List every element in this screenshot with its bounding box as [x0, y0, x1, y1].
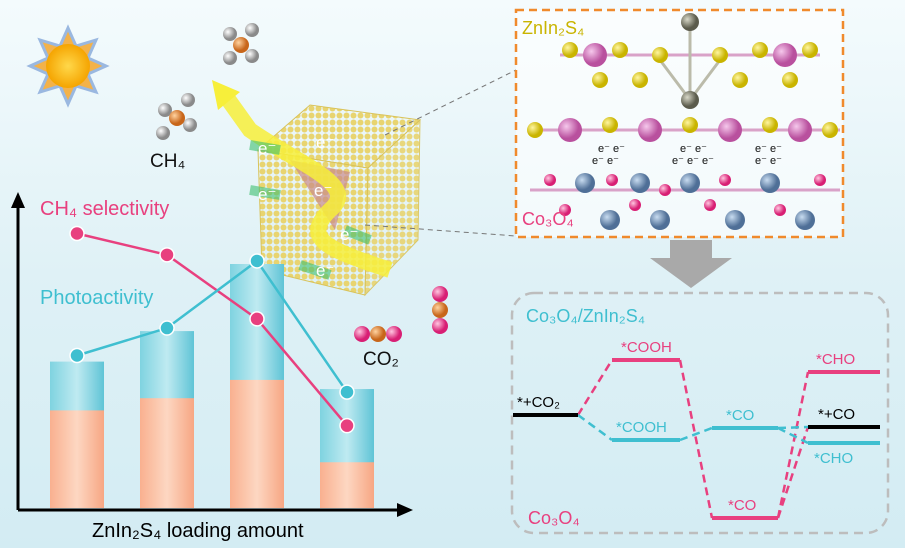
- cyan-co-label: *CO: [726, 407, 754, 424]
- co2-molecule-icon: [432, 286, 448, 334]
- ch4-selectivity-legend: CH₄ selectivity: [40, 198, 169, 220]
- cyan-cooh-label: *COOH: [616, 419, 667, 436]
- data-point: [69, 225, 85, 242]
- sun-icon: [26, 24, 110, 108]
- end-state-label: *+CO: [818, 406, 855, 423]
- data-point: [249, 253, 265, 269]
- co2-molecule-icon: [354, 326, 402, 342]
- data-point: [159, 320, 175, 336]
- ch4-molecule-icon: [223, 23, 259, 65]
- series-line: [76, 259, 349, 393]
- series-line: [76, 232, 348, 427]
- co3o4-path-label: Co₃O₄: [528, 508, 580, 528]
- cyan-cho-label: *CHO: [814, 450, 853, 467]
- data-point: [339, 384, 355, 400]
- bar-base: [140, 398, 194, 508]
- composite-label: Co₃O₄/ZnIn₂S₄: [526, 306, 645, 326]
- bar-base: [50, 410, 104, 508]
- energy-connectors: [576, 359, 810, 519]
- svg-text:e⁻ e⁻ e⁻: e⁻ e⁻ e⁻: [672, 155, 714, 167]
- electron-label: e⁻: [316, 261, 334, 280]
- svg-text:e⁻ e⁻: e⁻ e⁻: [755, 143, 782, 155]
- x-axis-label: ZnIn₂S₄ loading amount: [92, 520, 304, 542]
- energy-levels: [513, 358, 880, 520]
- pink-co-label: *CO: [728, 497, 756, 514]
- arrow-down-icon: [650, 240, 732, 288]
- electron-label: e⁻: [340, 225, 358, 244]
- ch4-molecule-icon: [156, 93, 197, 140]
- pink-cooh-label: *COOH: [621, 339, 672, 356]
- svg-text:e⁻ e⁻: e⁻ e⁻: [592, 155, 619, 167]
- co2-label: CO₂: [363, 349, 399, 370]
- data-point: [339, 417, 355, 434]
- pink-cho-label: *CHO: [816, 351, 855, 368]
- electron-label: e⁻: [258, 185, 276, 204]
- data-point: [159, 247, 175, 263]
- svg-text:e⁻ e⁻: e⁻ e⁻: [680, 143, 707, 155]
- bar-base: [230, 379, 284, 508]
- electron-label: e⁻: [316, 133, 334, 152]
- energy-diagram-frame: [510, 291, 890, 535]
- znin2s4-label: ZnIn₂S₄: [522, 18, 584, 38]
- ch4-label: CH₄: [150, 151, 185, 172]
- chart-axes: [11, 192, 413, 517]
- electron-label: e⁻: [258, 139, 276, 158]
- light-path: [212, 80, 393, 280]
- zoom-line: [384, 69, 517, 136]
- data-point: [249, 311, 265, 327]
- bar-base: [320, 462, 374, 508]
- electron-label: e⁻: [314, 181, 332, 200]
- crystal-structure: e⁻ e⁻e⁻ e⁻ e⁻ e⁻e⁻ e⁻ e⁻ e⁻ e⁻e⁻ e⁻: [514, 8, 845, 239]
- start-state-label: *+CO₂: [517, 394, 560, 411]
- photoactivity-legend: Photoactivity: [40, 287, 153, 309]
- data-point: [69, 347, 85, 364]
- zoom-line: [364, 224, 517, 237]
- svg-text:e⁻ e⁻: e⁻ e⁻: [755, 155, 782, 167]
- co3o4-label: Co₃O₄: [522, 209, 574, 229]
- svg-text:e⁻ e⁻: e⁻ e⁻: [598, 143, 625, 155]
